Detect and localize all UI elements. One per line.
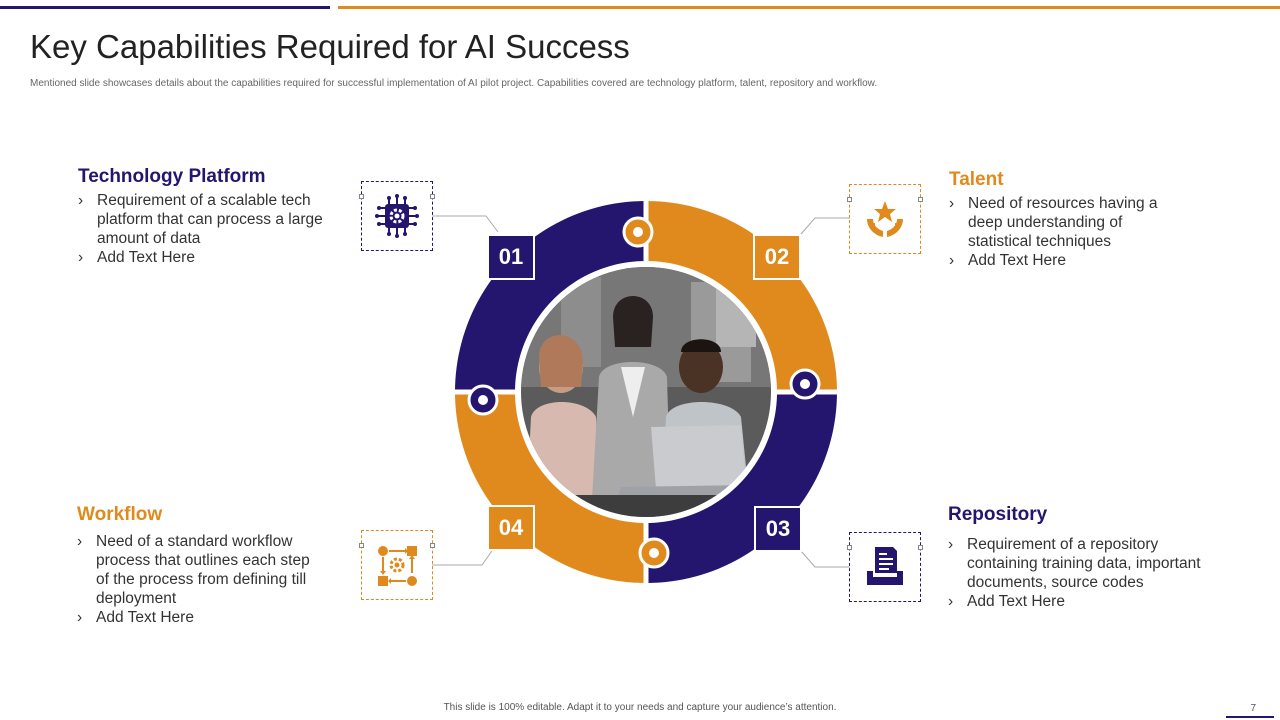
bullets-repository: Requirement of a repository containing t… [948, 535, 1218, 611]
icon-box-technology [359, 181, 435, 251]
icon-box-talent [847, 184, 923, 254]
slide-subtitle: Mentioned slide showcases details about … [30, 78, 878, 89]
document-tray-icon [867, 547, 903, 585]
connector-line-04 [432, 547, 495, 566]
connector-line-01 [432, 215, 499, 233]
workflow-icon [378, 546, 417, 586]
slide-title: Key Capabilities Required for AI Success [30, 28, 630, 65]
bullet-item: Need of resources having a deep understa… [949, 194, 1184, 251]
bullet-item: Add Text Here [949, 251, 1184, 270]
page-number-underline [1226, 716, 1274, 718]
bullet-item: Requirement of a scalable tech platform … [78, 191, 328, 248]
bullets-technology-platform: Requirement of a scalable tech platform … [78, 191, 328, 267]
footer-note: This slide is 100% editable. Adapt it to… [443, 702, 837, 713]
page-number: 7 [1250, 703, 1256, 714]
bullet-item: Add Text Here [78, 248, 328, 267]
heading-technology-platform: Technology Platform [78, 166, 266, 187]
bullet-item: Need of a standard workflow process that… [77, 532, 317, 608]
team-photo [517, 263, 775, 521]
connector-line-02 [800, 217, 850, 235]
top-accent-bar-purple [0, 6, 330, 9]
icon-box-workflow [359, 530, 435, 600]
bullet-item: Requirement of a repository containing t… [948, 535, 1218, 592]
connector-line-03 [800, 550, 850, 568]
heading-repository: Repository [948, 504, 1048, 525]
bullet-item: Add Text Here [77, 608, 317, 627]
chip-gear-icon [375, 194, 419, 238]
top-accent-bar-orange [338, 6, 1280, 9]
heading-talent: Talent [949, 169, 1004, 190]
bullet-item: Add Text Here [948, 592, 1218, 611]
icon-box-repository [847, 532, 923, 602]
number-badge-01: 01 [487, 234, 535, 280]
number-badge-04: 04 [487, 505, 535, 551]
bullets-talent: Need of resources having a deep understa… [949, 194, 1184, 270]
bullets-workflow: Need of a standard workflow process that… [77, 532, 317, 627]
hands-star-icon [867, 201, 903, 237]
number-badge-02: 02 [753, 234, 801, 280]
heading-workflow: Workflow [77, 504, 163, 525]
number-badge-03: 03 [754, 506, 802, 552]
